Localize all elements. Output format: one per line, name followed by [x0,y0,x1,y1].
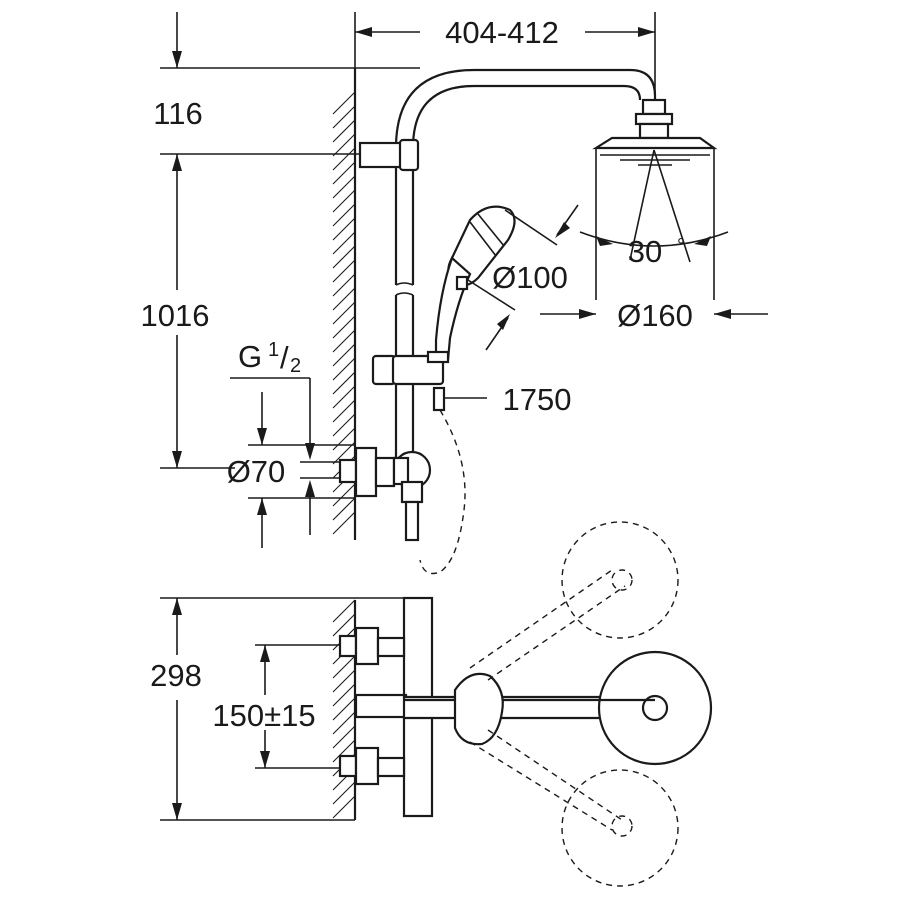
angle-unit: ° [677,235,685,257]
dim-thread: G 1 / 2 [230,339,315,535]
wall-hatch-line [332,259,356,283]
dim-inlet-spacing: 150±15 [212,644,350,769]
thread-label-num: 1 [268,339,279,361]
thermostat-elevation [338,446,432,542]
dim-spray-angle: 30 ° [579,231,729,269]
wall-hatch-line [332,301,356,325]
thread-label-main: G [238,339,262,374]
wall-hatch-line [332,427,356,451]
wall-hatch-line [332,217,356,241]
wall-hatch-line [332,669,356,693]
dim-spray-angle-label: 30 [628,234,662,269]
wall-plan [332,599,357,820]
dim-rail-height: 1016 [141,200,235,469]
dim-rail-height-label: 1016 [141,298,210,333]
dim-top-offset-label: 116 [153,96,202,131]
wall-hatch-line [332,725,356,749]
wall-hatch-line [332,189,356,213]
dim-arm-projection-label: 404-412 [445,15,559,50]
wall-hatch-line [332,697,356,721]
wall-hatch-line [332,133,356,157]
wall-hatch-line [332,287,356,311]
dim-head-diameter-label: Ø160 [617,298,693,333]
slider-holder [371,350,450,412]
wall-hatch-line [332,781,356,805]
dim-hose-length-label: 1750 [503,382,572,417]
wall-hatch-line [332,613,356,637]
dim-hand-diameter-label: Ø100 [492,260,568,295]
dim-body-diameter-label: Ø70 [227,454,286,489]
wall-hatch-line [332,161,356,185]
wall-hatch-line [332,245,356,269]
wall-hatch-line [332,683,356,707]
thread-slash: / [280,340,289,375]
wall-hatch-line [332,105,356,129]
wall-hatch-line [332,711,356,735]
wall-hatch-line [332,399,356,423]
wall-hatch-line [332,273,356,297]
wall-hatch-line [332,483,356,507]
wall-hatch-line [332,175,356,199]
dim-body-diameter: Ø70 [227,392,355,548]
riser-rail [358,68,657,460]
dim-plan-depth-label: 298 [150,658,202,693]
dim-plan-depth: 298 [150,597,420,821]
dim-inlet-spacing-label: 150±15 [212,698,315,733]
shower-arm-plan [402,521,713,887]
wall-hatch-line [332,599,356,623]
thread-label-den: 2 [290,355,301,377]
wall-hatch-line [332,203,356,227]
wall-hatch-line [332,91,356,115]
dim-head-diameter: Ø160 [540,298,768,333]
wall-hatch-line [332,315,356,339]
dim-arm-projection: 404-412 [354,12,656,100]
wall-hatch-line [332,385,356,409]
wall-hatch-line [332,655,356,679]
wall-hatch-line [332,371,356,395]
wall-hatch-line [332,343,356,367]
wall-hatch-line [332,413,356,437]
wall-hatch-line [332,497,356,521]
wall-hatch-line [332,357,356,381]
wall-hatch-line [332,231,356,255]
dim-hose-length: 1750 [419,382,572,575]
wall-hatch-line [332,329,356,353]
hand-shower: Ø100 [434,204,579,362]
dim-top-offset: 116 [153,12,420,200]
wall-hatch-line [332,119,356,143]
head-shower [592,98,718,300]
wall-hatch-line [332,795,356,819]
wall-hatch-line [332,739,356,763]
wall-hatch-line [332,147,356,171]
wall-hatch-line [332,511,356,535]
